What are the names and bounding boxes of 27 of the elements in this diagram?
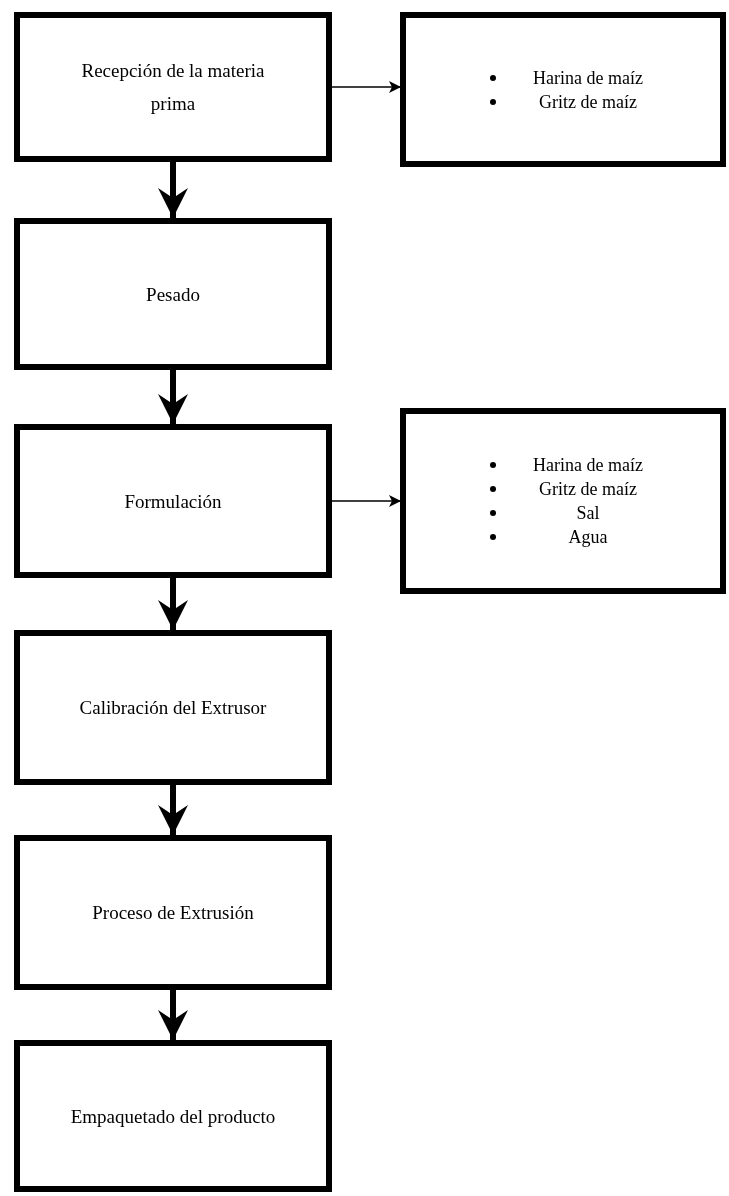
- step-label: Pesado: [145, 282, 201, 307]
- process-box: [14, 630, 332, 785]
- list-box: [400, 12, 726, 167]
- list-item: Harina de maíz: [532, 454, 644, 477]
- process-box: [14, 1040, 332, 1192]
- arrow: [331, 495, 401, 507]
- list-item: Gritz de maíz: [538, 90, 638, 114]
- arrow: [158, 370, 188, 424]
- arrow: [158, 162, 188, 218]
- step-label: Calibración del Extrusor: [78, 696, 268, 720]
- arrow: [158, 578, 188, 630]
- process-box: [14, 12, 332, 162]
- list-item: Sal: [575, 502, 601, 525]
- step-label: Proceso de Extrusión: [91, 901, 255, 925]
- list-item: Gritz de maíz: [538, 478, 638, 501]
- step-label: Recepción de la materia prima: [80, 59, 266, 116]
- step-label: Formulación: [123, 489, 223, 514]
- step-label: Empaquetado del producto: [69, 1104, 277, 1129]
- list-item: Agua: [567, 526, 609, 549]
- arrow: [158, 785, 188, 835]
- arrow: [158, 990, 188, 1040]
- list-item: Harina de maíz: [532, 66, 644, 90]
- process-box: [14, 835, 332, 990]
- process-box: [14, 424, 332, 578]
- process-box: [14, 218, 332, 370]
- list-box: [400, 408, 726, 594]
- arrow: [331, 81, 401, 93]
